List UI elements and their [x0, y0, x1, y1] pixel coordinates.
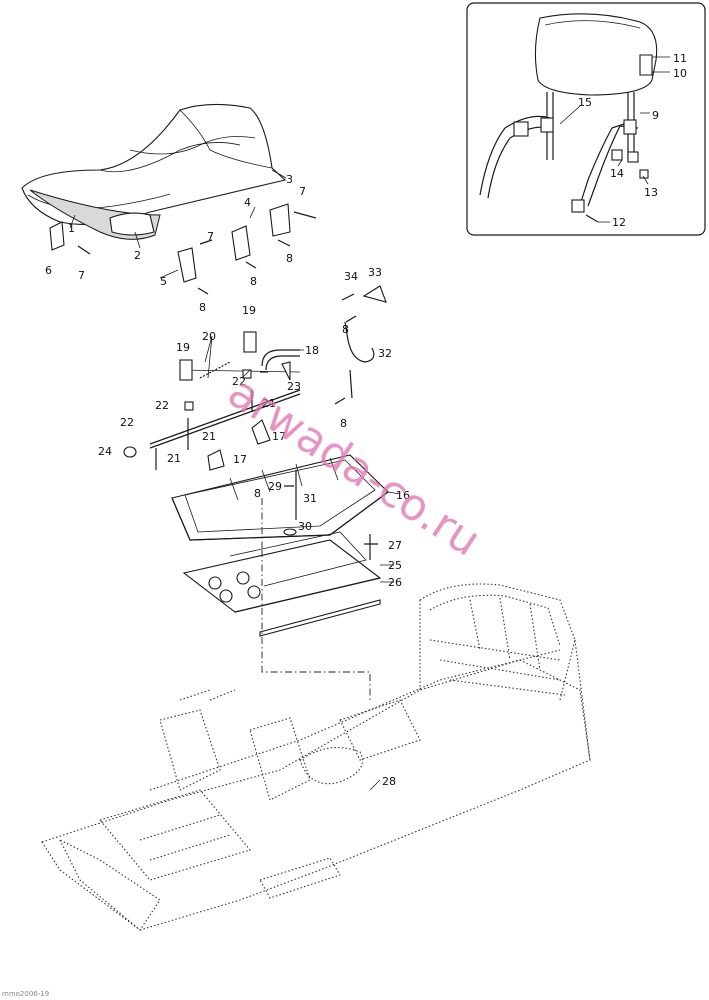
label-p28: 28: [382, 775, 396, 788]
label-p8e: 8: [340, 417, 347, 430]
latch-rod-assembly: [123, 285, 387, 471]
label-p12: 12: [612, 216, 626, 229]
seat-assembly: [21, 103, 287, 249]
label-p27: 27: [388, 539, 402, 552]
chassis-frame: [41, 583, 591, 931]
label-p8b: 8: [286, 252, 293, 265]
label-p17b: 17: [233, 453, 247, 466]
label-p30: 30: [298, 520, 312, 533]
label-p19a: 19: [176, 341, 190, 354]
label-p4: 4: [244, 196, 251, 209]
footer-code: mmo2006-19: [2, 990, 49, 998]
assembly-guide-line: [261, 550, 371, 700]
label-p19b: 19: [242, 304, 256, 317]
label-p11: 11: [673, 52, 687, 65]
label-p31: 31: [303, 492, 317, 505]
label-p6: 6: [45, 264, 52, 277]
label-p22a: 22: [232, 375, 246, 388]
base-plate: [182, 531, 394, 637]
backrest-inset: [466, 2, 706, 236]
label-p32: 32: [378, 347, 392, 360]
label-p9: 9: [652, 109, 659, 122]
label-p2: 2: [134, 249, 141, 262]
label-p8d: 8: [342, 323, 349, 336]
label-p5: 5: [160, 275, 167, 288]
label-p21c: 21: [167, 452, 181, 465]
label-p29: 29: [268, 480, 282, 493]
label-p21b: 21: [202, 430, 216, 443]
label-p1: 1: [68, 222, 75, 235]
label-p26: 26: [388, 576, 402, 589]
label-p24: 24: [98, 445, 112, 458]
label-p14: 14: [610, 167, 624, 180]
label-p13: 13: [644, 186, 658, 199]
label-p7c: 7: [299, 185, 306, 198]
label-p3: 3: [286, 173, 293, 186]
label-p33: 33: [368, 266, 382, 279]
label-p20: 20: [202, 330, 216, 343]
label-p10: 10: [673, 67, 687, 80]
label-p17a: 17: [272, 430, 286, 443]
seat-brackets: [49, 203, 317, 295]
label-p21a: 21: [262, 397, 276, 410]
label-p22c: 22: [120, 416, 134, 429]
label-p7a: 7: [78, 269, 85, 282]
label-p8a: 8: [250, 275, 257, 288]
label-p34: 34: [344, 270, 358, 283]
label-p22b: 22: [155, 399, 169, 412]
label-p16: 16: [396, 489, 410, 502]
label-p7b: 7: [207, 230, 214, 243]
storage-tray: [171, 454, 401, 541]
label-p18: 18: [305, 344, 319, 357]
label-p23: 23: [287, 380, 301, 393]
label-p15: 15: [578, 96, 592, 109]
label-p8c: 8: [199, 301, 206, 314]
label-p8f: 8: [254, 487, 261, 500]
part-labels: 1 2 3 4 5 6 7 7 7 8 8 8 8 8 8 9 10 11 12…: [45, 52, 687, 788]
label-p25: 25: [388, 559, 402, 572]
